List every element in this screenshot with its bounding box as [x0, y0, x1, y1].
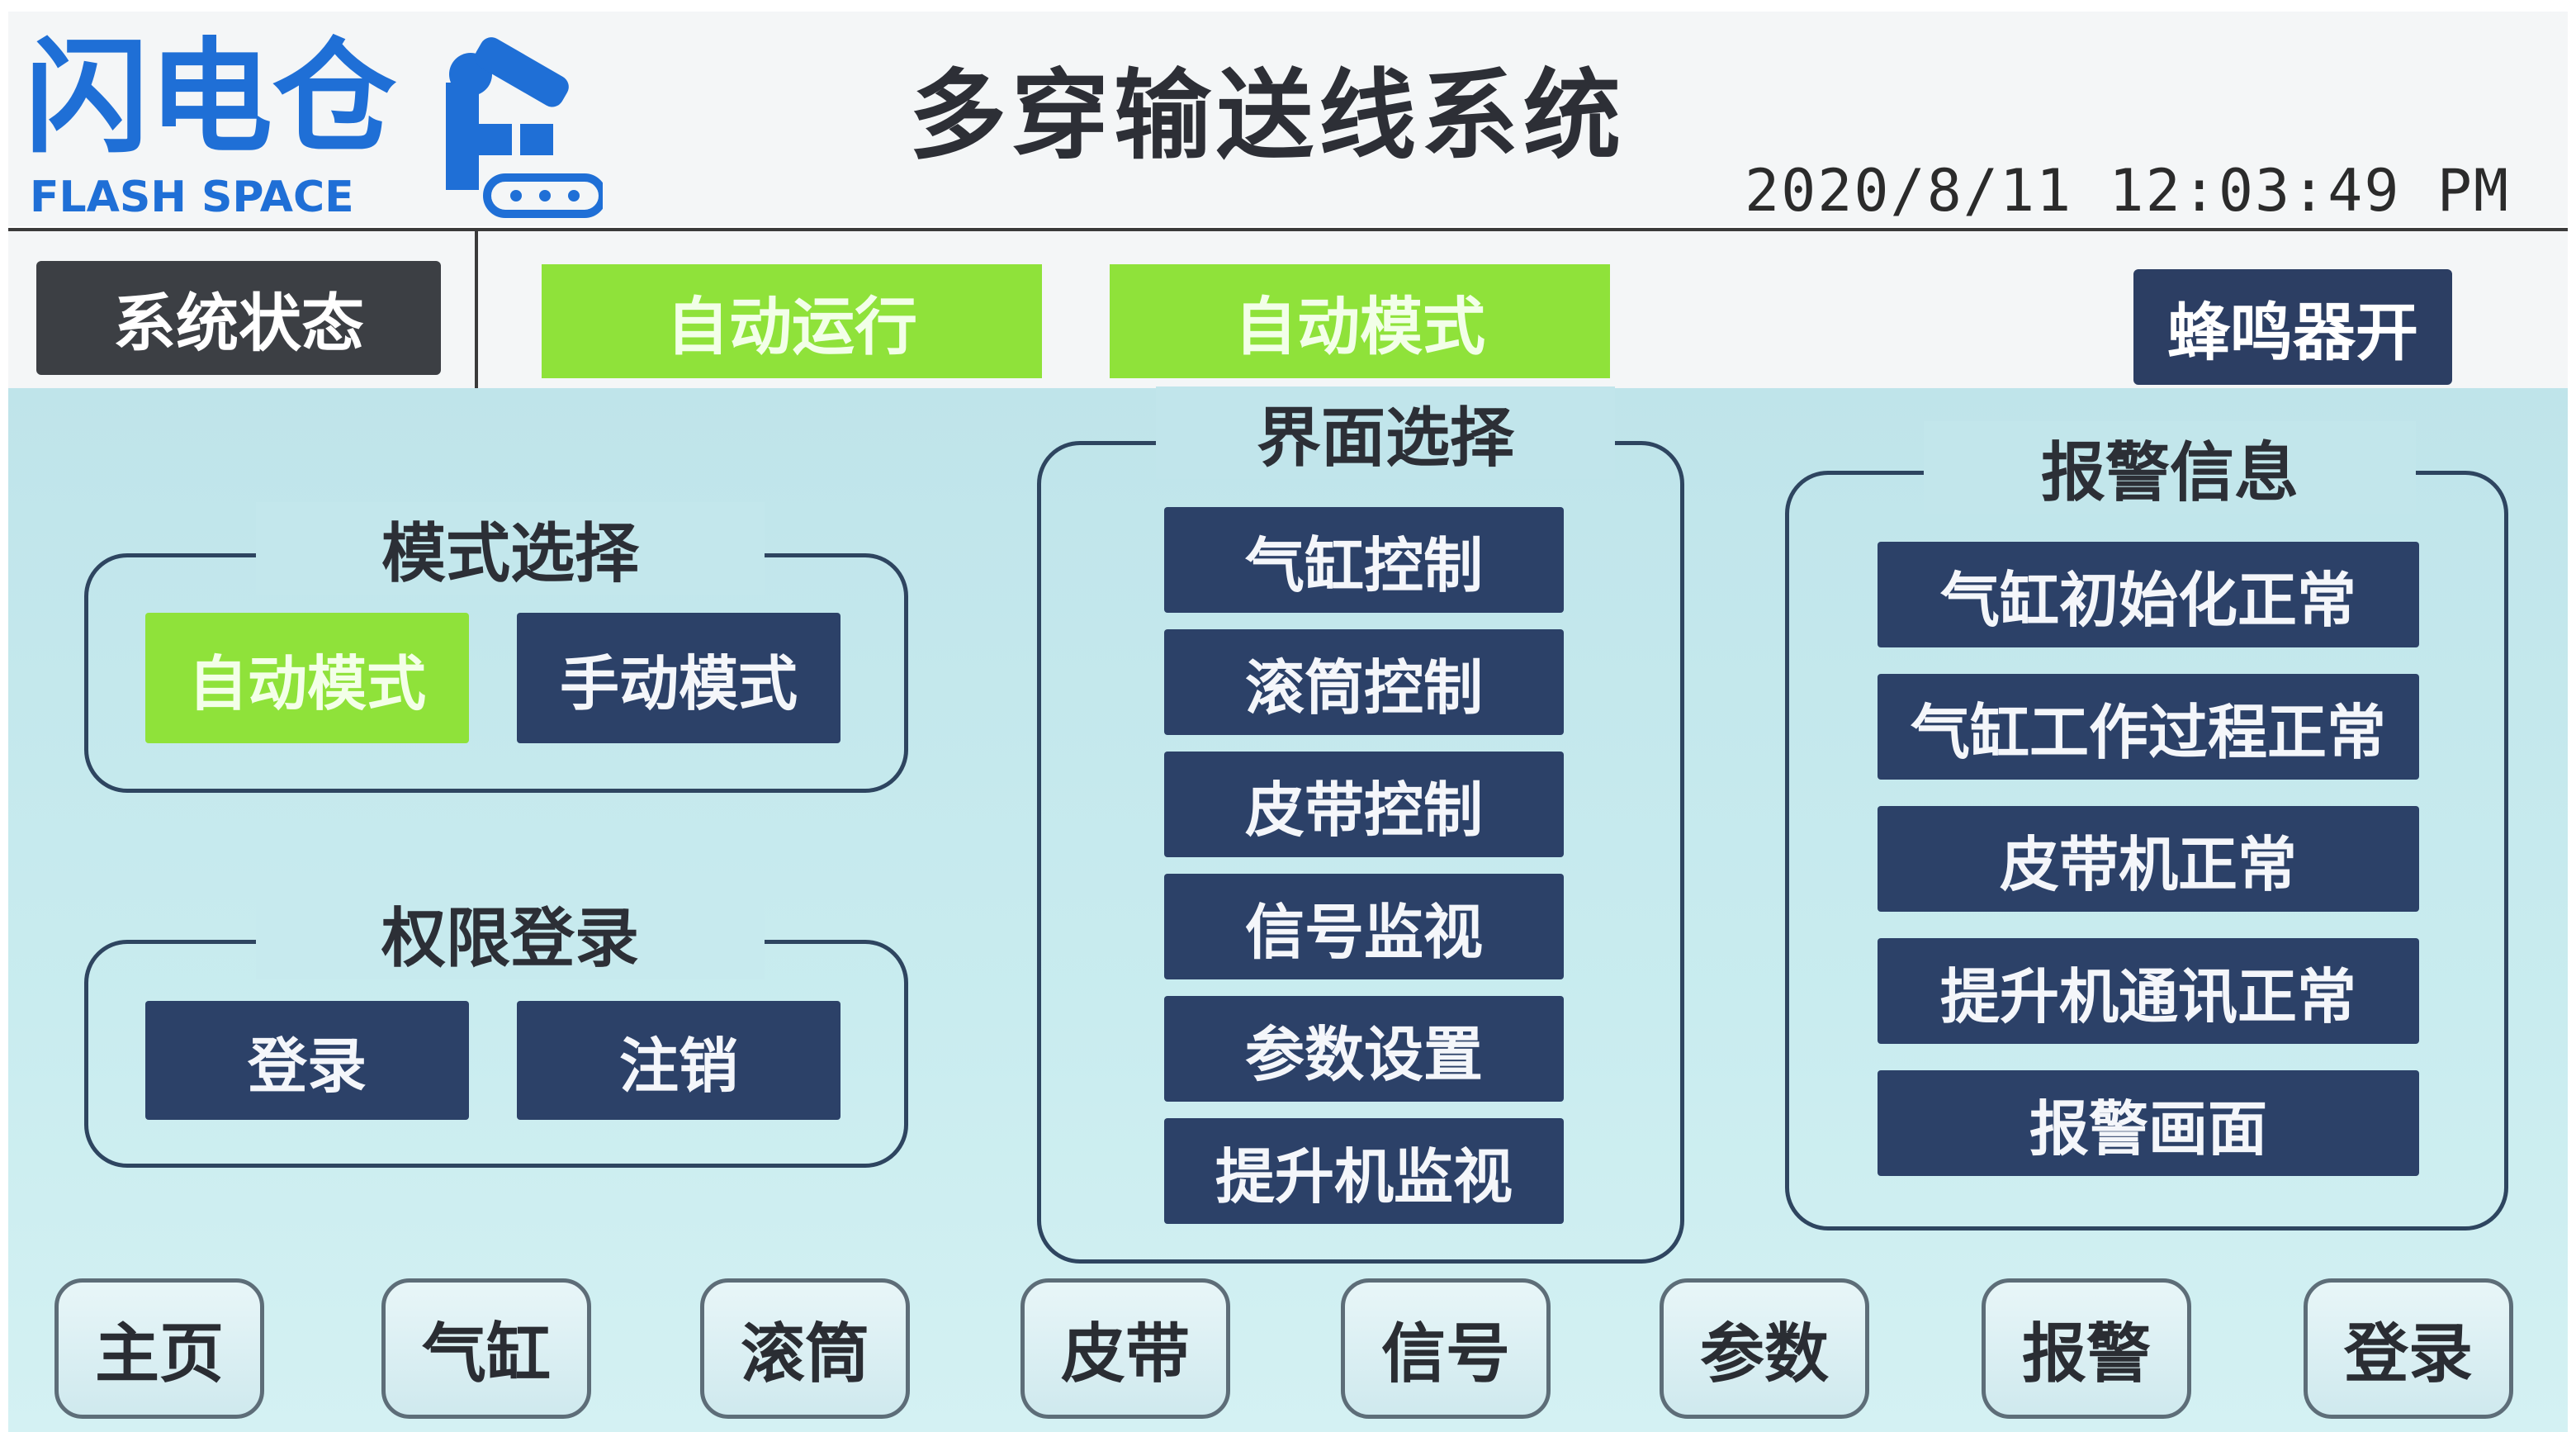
auto-mode-button[interactable]: 自动模式: [145, 613, 469, 743]
status-bar: 系统状态 自动运行 自动模式 蜂鸣器开: [8, 228, 2568, 391]
run-state-indicator: 自动运行: [542, 264, 1042, 378]
signal-monitor-button[interactable]: 信号监视: [1164, 874, 1564, 979]
page-title: 多穿输送线系统: [908, 59, 1626, 173]
cylinder-control-button[interactable]: 气缸控制: [1164, 507, 1564, 613]
manual-mode-button[interactable]: 手动模式: [517, 613, 841, 743]
elevator-monitor-button[interactable]: 提升机监视: [1164, 1118, 1564, 1224]
nav-signal-button[interactable]: 信号: [1341, 1278, 1551, 1419]
svg-text:闪电仓: 闪电仓: [25, 26, 397, 170]
mode-state-indicator: 自动模式: [1110, 264, 1610, 378]
alarm-item: 皮带机正常: [1878, 806, 2419, 912]
header: 闪电仓 FLASH SPACE 多穿输送线系统 2020/8/11 12:03:…: [8, 12, 2568, 226]
parameter-settings-button[interactable]: 参数设置: [1164, 996, 1564, 1102]
alarm-item: 气缸工作过程正常: [1878, 674, 2419, 780]
robot-arm-icon: [446, 37, 603, 218]
nav-cylinder-button[interactable]: 气缸: [381, 1278, 591, 1419]
svg-text:FLASH SPACE: FLASH SPACE: [30, 173, 354, 222]
login-button[interactable]: 登录: [145, 1001, 469, 1120]
main-panel: 模式选择 自动模式 手动模式 权限登录 登录 注销 界面选择 气缸控制 滚筒控制…: [8, 386, 2568, 1432]
nav-home-button[interactable]: 主页: [54, 1278, 264, 1419]
screen-select-title: 界面选择: [1156, 386, 1615, 479]
mode-select-title: 模式选择: [256, 502, 765, 595]
nav-parameter-button[interactable]: 参数: [1660, 1278, 1869, 1419]
logo: 闪电仓 FLASH SPACE: [25, 26, 603, 222]
belt-control-button[interactable]: 皮带控制: [1164, 752, 1564, 857]
nav-login-button[interactable]: 登录: [2304, 1278, 2513, 1419]
status-divider: [475, 231, 478, 388]
system-status-label: 系统状态: [36, 261, 441, 375]
nav-roller-button[interactable]: 滚筒: [700, 1278, 910, 1419]
login-group-title: 权限登录: [256, 887, 765, 979]
alarm-item: 提升机通讯正常: [1878, 938, 2419, 1044]
datetime-display: 2020/8/11 12:03:49 PM: [1744, 157, 2510, 225]
buzzer-toggle-button[interactable]: 蜂鸣器开: [2133, 269, 2452, 385]
alarm-info-title: 报警信息: [1924, 421, 2416, 514]
logout-button[interactable]: 注销: [517, 1001, 841, 1120]
alarm-item: 气缸初始化正常: [1878, 542, 2419, 647]
nav-belt-button[interactable]: 皮带: [1020, 1278, 1230, 1419]
hmi-screen: 闪电仓 FLASH SPACE 多穿输送线系统 2020/8/11 12:03:…: [8, 12, 2568, 1432]
alarm-screen-button[interactable]: 报警画面: [1878, 1070, 2419, 1176]
nav-alarm-button[interactable]: 报警: [1982, 1278, 2191, 1419]
roller-control-button[interactable]: 滚筒控制: [1164, 629, 1564, 735]
